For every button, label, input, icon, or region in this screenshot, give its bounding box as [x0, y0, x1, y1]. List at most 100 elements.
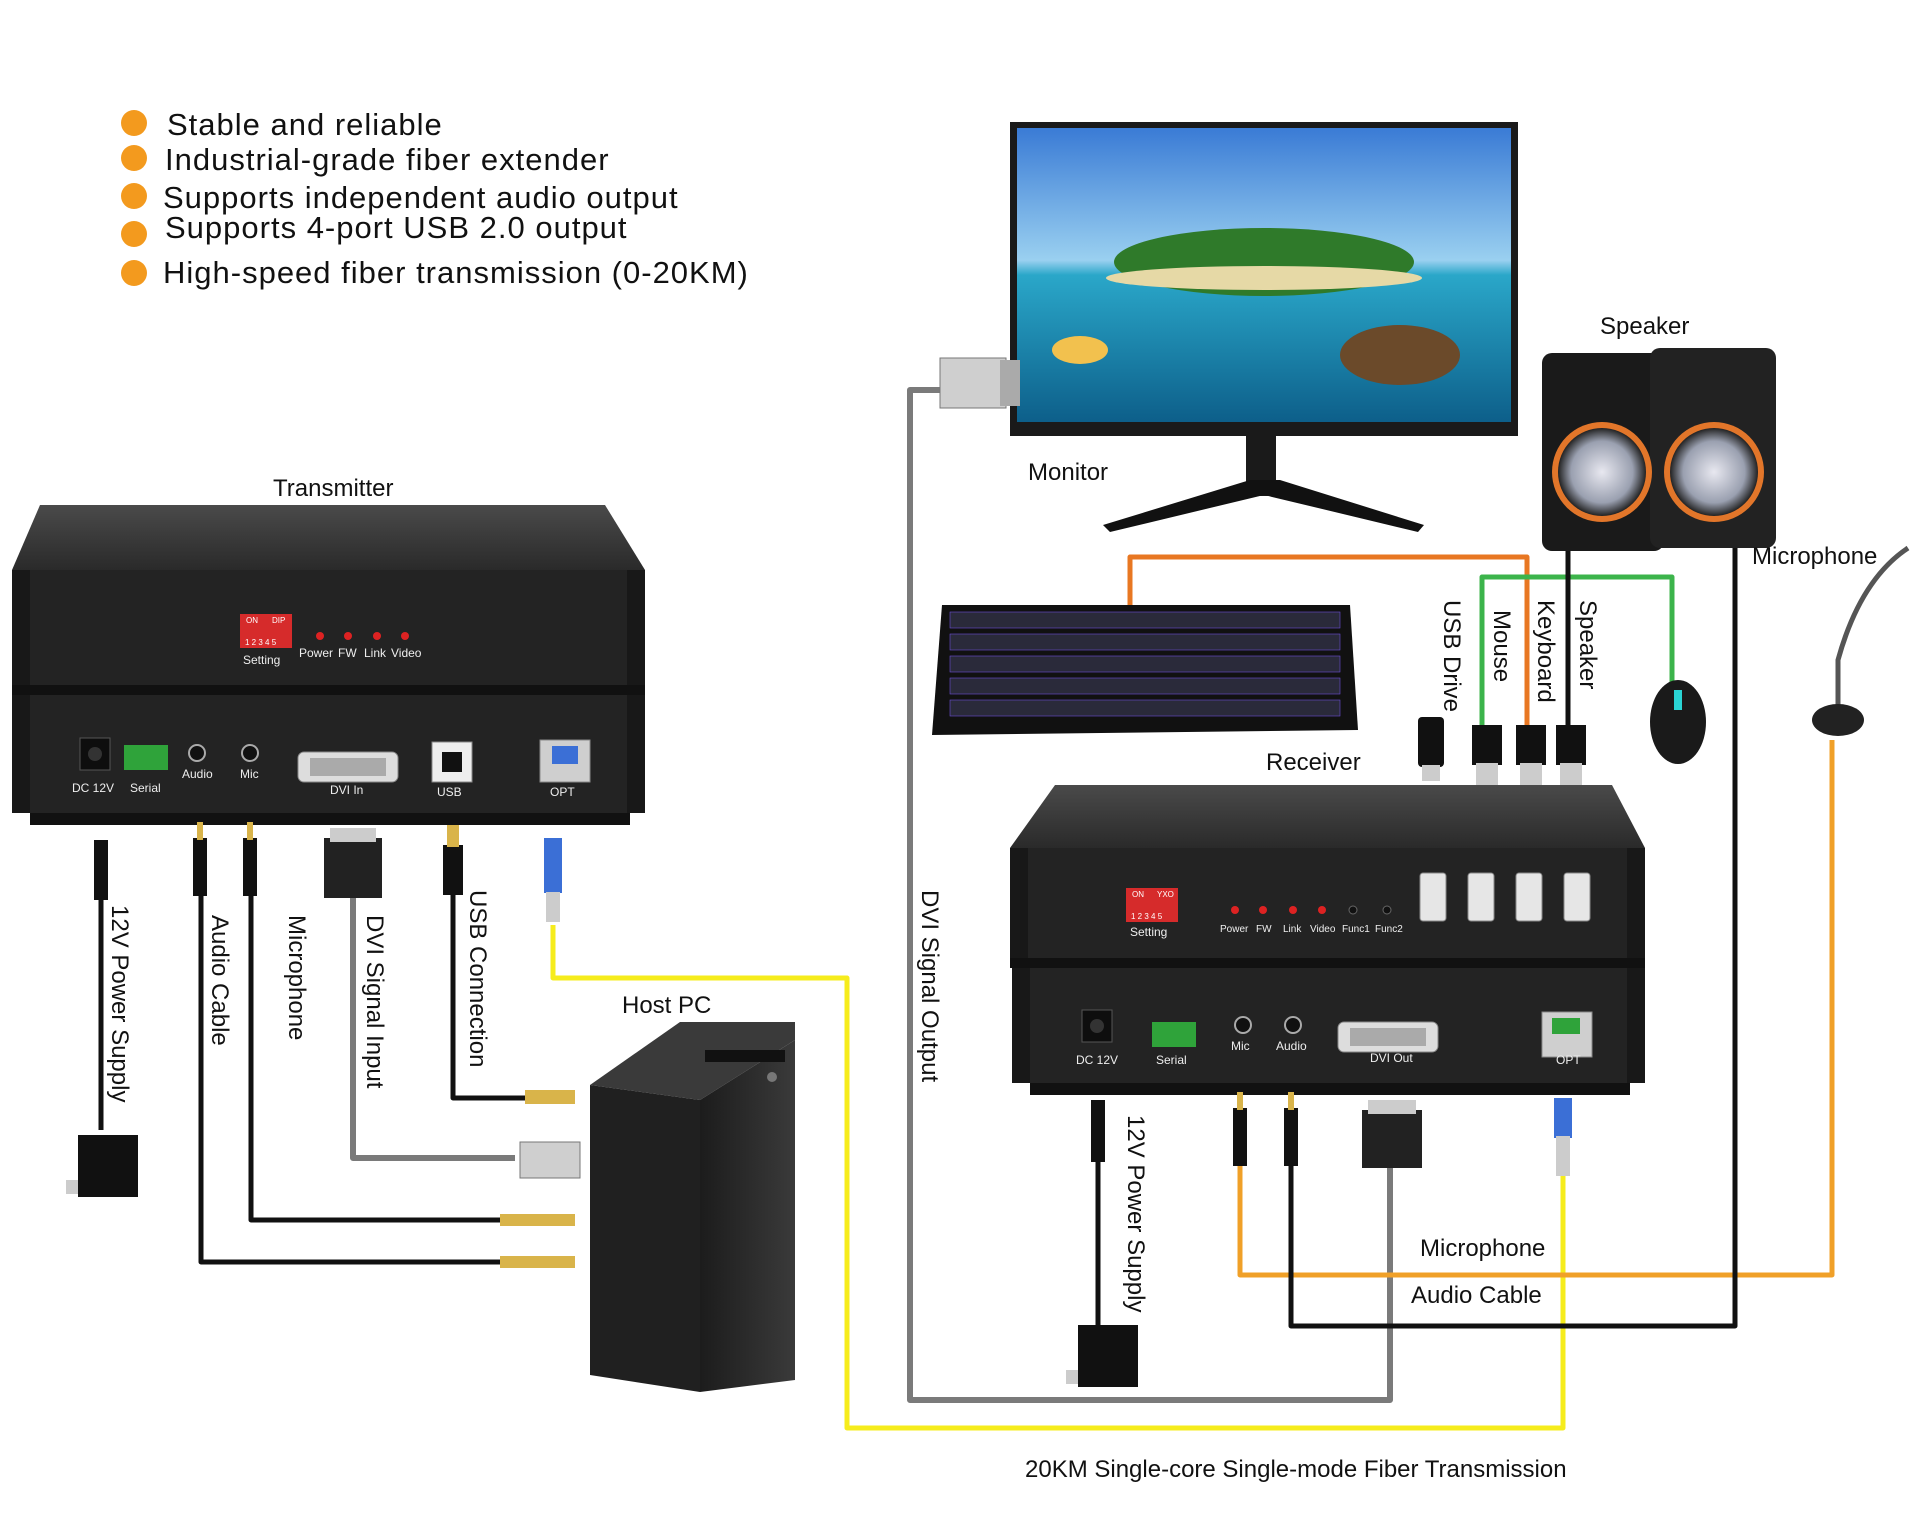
monitor-label: Monitor [1028, 459, 1108, 486]
speaker-label: Speaker [1600, 313, 1689, 340]
svg-text:FW: FW [1256, 924, 1272, 935]
svg-text:Serial: Serial [130, 781, 161, 795]
keyboard-keys [949, 611, 1341, 717]
microphone [1812, 545, 1910, 736]
audio-jack [1284, 1016, 1302, 1034]
svg-text:DC 12V: DC 12V [72, 781, 114, 795]
svg-text:Keyboard: Keyboard [1532, 600, 1559, 703]
link-led [1289, 906, 1297, 914]
tx-audio-cable [198, 880, 510, 1265]
svg-text:12V Power Supply: 12V Power Supply [106, 905, 133, 1102]
svg-text:DIP: DIP [272, 616, 285, 625]
svg-text:1 2 3 4 5: 1 2 3 4 5 [1131, 912, 1163, 921]
usb-connection-cable [450, 880, 525, 1101]
link-led [373, 632, 381, 640]
monitor [939, 122, 1518, 532]
svg-text:Link: Link [1283, 924, 1302, 935]
video-led [401, 632, 409, 640]
tx-power-adapter [78, 1135, 138, 1197]
cables [98, 387, 1835, 1431]
svg-text:DC 12V: DC 12V [1076, 1053, 1118, 1067]
tx-setting-label: Setting [243, 653, 280, 667]
rx-audio-cable-label: Audio Cable [1411, 1282, 1542, 1309]
svg-text:Func2: Func2 [1375, 924, 1403, 935]
svg-text:USB Connection: USB Connection [464, 890, 491, 1067]
func2-led [1382, 905, 1392, 915]
transmitter-device: ON DIP 1 2 3 4 5 Setting Power FW Link V… [12, 505, 645, 825]
svg-text:Power: Power [1220, 924, 1249, 935]
bullet-icon [121, 221, 147, 247]
rx-dip-switch: ON YXO 1 2 3 4 5 [1126, 888, 1178, 922]
usb-port [1467, 872, 1495, 922]
feature-list: Stable and reliable Industrial-grade fib… [121, 107, 749, 290]
svg-text:Mic: Mic [1231, 1039, 1250, 1053]
svg-text:DVI Signal Input: DVI Signal Input [361, 915, 388, 1089]
led-label: Video [391, 646, 422, 660]
svg-text:1 2 3 4 5: 1 2 3 4 5 [245, 638, 277, 647]
rx-power-label: 12V Power Supply [1122, 1115, 1149, 1312]
mouse-cable [1479, 574, 1675, 725]
rx-front-panel [1010, 848, 1645, 958]
svg-text:OPT: OPT [550, 785, 575, 799]
svg-text:Speaker: Speaker [1574, 600, 1601, 689]
feature-item: High-speed fiber transmission (0-20KM) [163, 255, 749, 290]
fiber-transmission-caption: 20KM Single-core Single-mode Fiber Trans… [1025, 1456, 1567, 1483]
power-led [1231, 906, 1239, 914]
keyboard [932, 605, 1358, 735]
usb-device-labels: USB Drive Mouse Keyboard Speaker [1438, 600, 1601, 712]
usb-drive-icon [1418, 717, 1444, 767]
led-label: Power [299, 646, 333, 660]
svg-text:Mouse: Mouse [1488, 610, 1515, 682]
func1-led [1348, 905, 1358, 915]
dvi-input-cable [350, 890, 515, 1161]
usb-a-ports [1419, 872, 1591, 922]
feature-item: Industrial-grade fiber extender [165, 142, 610, 177]
feature-item: Supports independent audio output [163, 180, 679, 215]
dvi-output-label: DVI Signal Output [916, 890, 943, 1082]
svg-text:Microphone: Microphone [283, 915, 310, 1040]
usb-port [1515, 872, 1543, 922]
tx-connectors [66, 822, 562, 1197]
receiver-label: Receiver [1266, 749, 1361, 776]
rx-microphone-label: Microphone [1420, 1235, 1545, 1262]
serial-terminal [1152, 1022, 1196, 1047]
led-label: Link [364, 646, 387, 660]
video-led [1318, 906, 1326, 914]
svg-text:ON: ON [246, 616, 258, 625]
tx-dip-switch: ON DIP 1 2 3 4 5 [240, 614, 292, 648]
speaker [1542, 348, 1776, 551]
svg-text:Audio: Audio [182, 767, 213, 781]
usb-port [1563, 872, 1591, 922]
transmitter-label: Transmitter [273, 475, 393, 502]
rx-audio-cable [1288, 540, 1738, 1329]
power-led [316, 632, 324, 640]
keyboard-cable [1127, 554, 1530, 725]
svg-text:Serial: Serial [1156, 1053, 1187, 1067]
bullet-icon [121, 145, 147, 171]
dvi-output-cable [907, 387, 1393, 1403]
bullet-icon [121, 183, 147, 209]
bullet-icon [121, 260, 147, 286]
rx-top-panel [1010, 785, 1645, 848]
fiber-cable [550, 925, 1566, 1431]
tx-top-panel [12, 505, 645, 570]
svg-text:Audio Cable: Audio Cable [206, 915, 233, 1046]
rx-back-panel [1012, 968, 1645, 1083]
fw-led [1259, 906, 1267, 914]
serial-terminal [124, 745, 168, 770]
tx-cable-labels: 12V Power Supply Audio Cable Microphone … [106, 890, 491, 1102]
receiver-device: ON YXO 1 2 3 4 5 Setting Power FW Link V… [1010, 785, 1645, 1095]
svg-text:OPT: OPT [1556, 1053, 1581, 1067]
svg-text:Mic: Mic [240, 767, 259, 781]
led-label: FW [338, 646, 357, 660]
host-pc-label: Host PC [622, 992, 711, 1019]
svg-text:Func1: Func1 [1342, 924, 1370, 935]
rx-power-adapter [1078, 1325, 1138, 1387]
mouse-icon [1650, 680, 1706, 764]
svg-text:USB: USB [437, 785, 462, 799]
svg-text:USB Drive: USB Drive [1438, 600, 1465, 712]
microphone-label: Microphone [1752, 543, 1877, 570]
feature-item: Supports 4-port USB 2.0 output [165, 210, 628, 245]
rx-mic-cable [1237, 740, 1835, 1278]
